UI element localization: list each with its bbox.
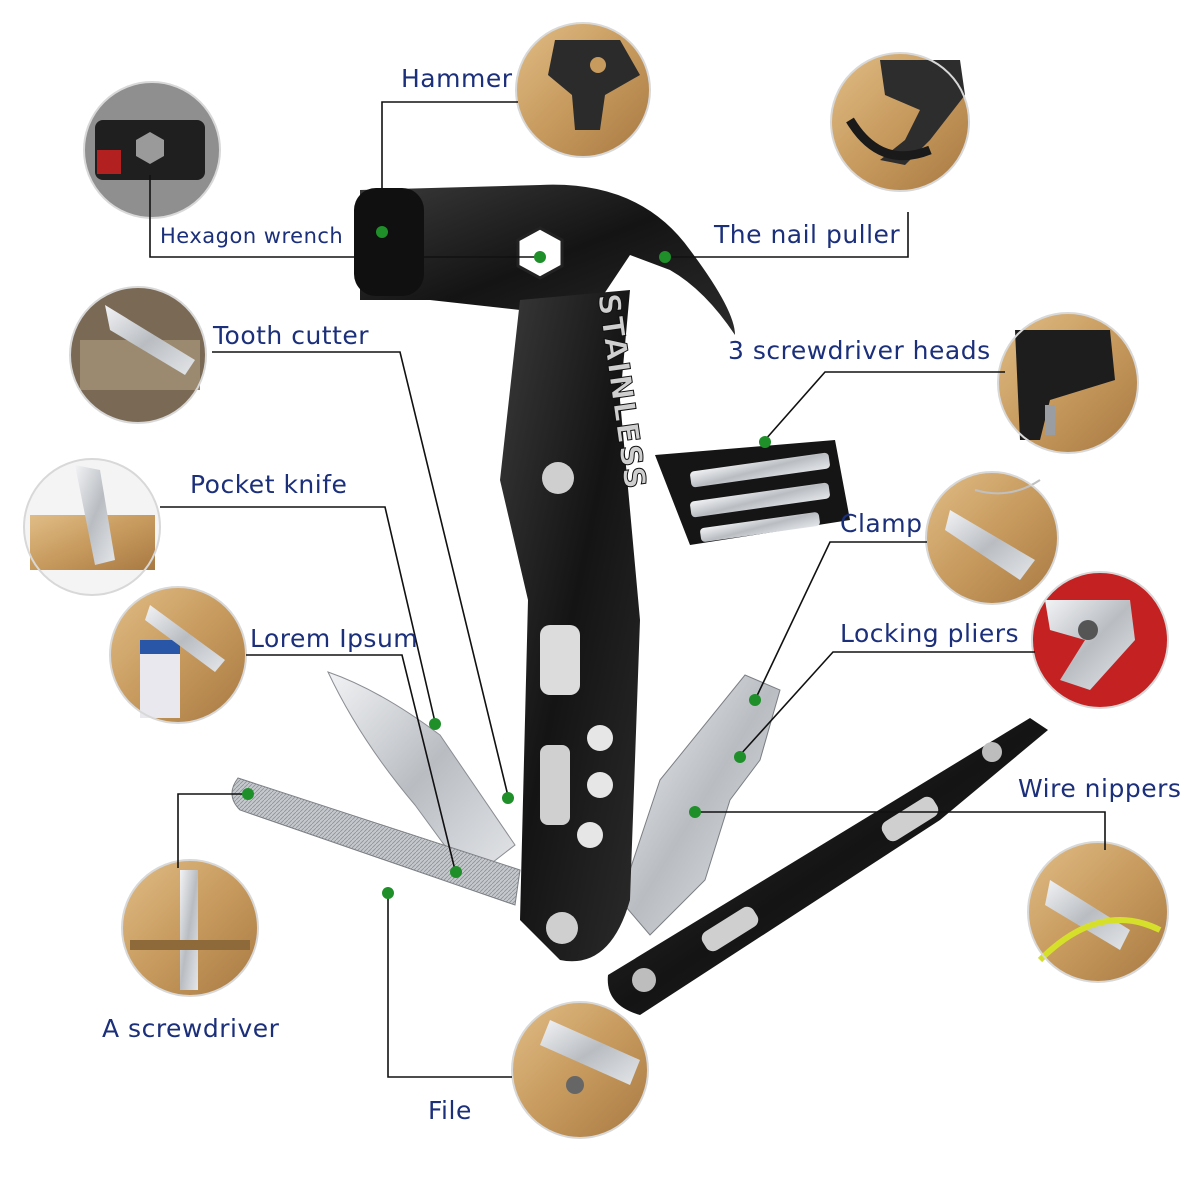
- detail-file-circle: [511, 1001, 649, 1139]
- label-nail-puller: The nail puller: [713, 220, 900, 249]
- detail-tooth-cutter-circle: [69, 286, 207, 424]
- detail-nail-puller-circle: [830, 52, 970, 192]
- detail-lorem-ipsum-circle: [109, 586, 247, 724]
- label-clamp: Clamp: [840, 509, 922, 538]
- detail-wire-nippers-circle: [1027, 841, 1169, 983]
- anchor-dot-tooth-cutter: [502, 792, 514, 804]
- anchor-dot-nail-puller: [659, 251, 671, 263]
- detail-screwdriver-circle: [121, 859, 259, 997]
- label-pocket-knife: Pocket knife: [190, 470, 347, 499]
- detail-hammer-circle: [515, 22, 651, 158]
- label-lorem-ipsum: Lorem Ipsum: [250, 624, 418, 653]
- anchor-dots: [242, 226, 771, 899]
- label-hexagon-wrench: Hexagon wrench: [160, 224, 343, 248]
- anchor-dot-wire-nippers: [689, 806, 701, 818]
- anchor-dot-lorem-ipsum: [450, 866, 462, 878]
- anchor-dot-locking-pliers: [734, 751, 746, 763]
- detail-clamp-circle: [925, 471, 1059, 605]
- anchor-dot-clamp: [749, 694, 761, 706]
- callout-labels: Hammer Hexagon wrench The nail puller To…: [102, 64, 1181, 1125]
- label-screwdriver: A screwdriver: [102, 1014, 280, 1043]
- label-screwdriver-heads: 3 screwdriver heads: [728, 336, 991, 365]
- label-locking-pliers: Locking pliers: [840, 619, 1019, 648]
- anchor-dot-pocket-knife: [429, 718, 441, 730]
- anchor-dot-screwdriver-heads: [759, 436, 771, 448]
- anchor-dot-hexagon-wrench: [534, 251, 546, 263]
- label-hammer: Hammer: [401, 64, 513, 93]
- label-file: File: [428, 1096, 472, 1125]
- leader-lines: [149, 101, 1106, 1078]
- multitool-illustration: STAINLESS: [231, 184, 1048, 1015]
- label-tooth-cutter: Tooth cutter: [212, 321, 369, 350]
- detail-locking-pliers-circle: [1031, 571, 1169, 709]
- detail-screwdriver-heads-circle: [997, 312, 1139, 454]
- label-wire-nippers: Wire nippers: [1018, 774, 1181, 803]
- detail-pocket-knife-circle: [23, 458, 161, 596]
- detail-hexagon-wrench-circle: [83, 81, 221, 219]
- anchor-dot-hammer: [376, 226, 388, 238]
- anchor-dot-file: [382, 887, 394, 899]
- anchor-dot-screwdriver: [242, 788, 254, 800]
